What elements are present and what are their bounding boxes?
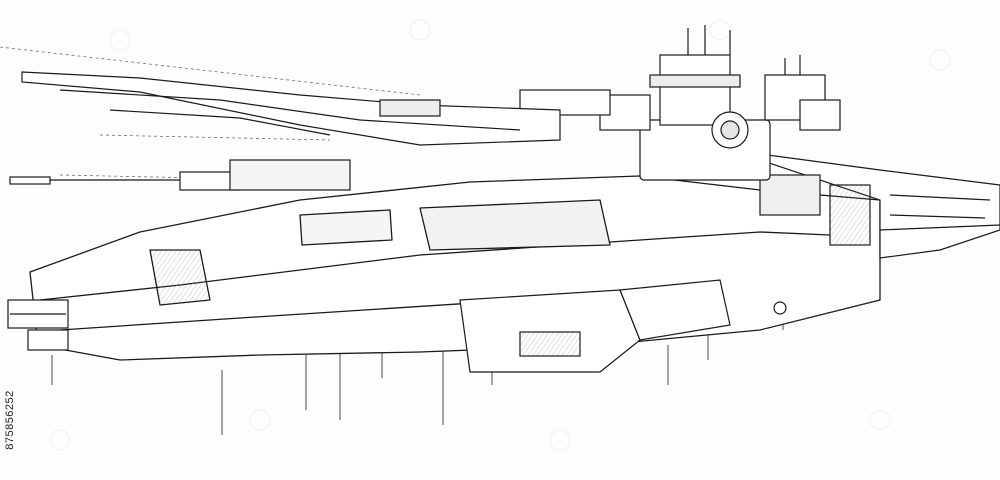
stock-id-text: 875856252 (4, 390, 16, 450)
stock-id-label: 875856252 (2, 365, 18, 475)
watermark-pattern (49, 19, 951, 451)
bow-prow (7, 299, 69, 351)
drip-lines (51, 305, 784, 435)
lower-gun-barrel (9, 159, 351, 191)
forward-gun-spines (21, 71, 561, 146)
main-hull (29, 175, 881, 361)
ventral-module (459, 279, 787, 373)
stern-section (729, 149, 1000, 259)
speed-lines (0, 46, 421, 179)
superstructure (519, 25, 841, 181)
